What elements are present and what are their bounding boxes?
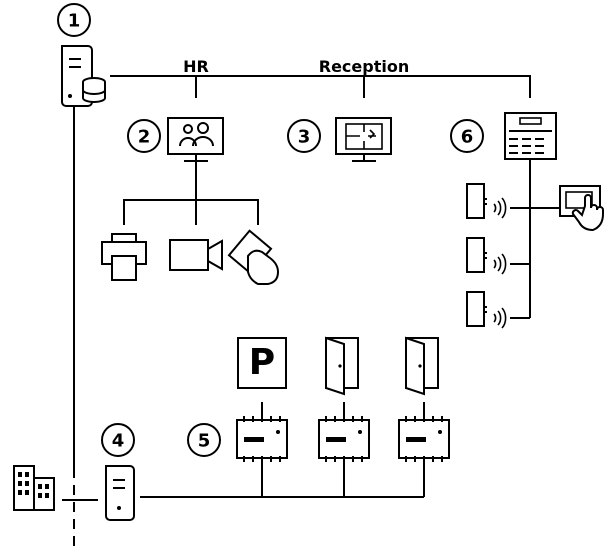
hr-workstation-icon: [167, 117, 224, 162]
callout-3-number: 3: [298, 127, 311, 148]
callout-1: 1: [57, 3, 91, 37]
door-controller-1-icon: [236, 416, 288, 462]
door-controller-2-icon: [318, 416, 370, 462]
callout-2-number: 2: [138, 127, 151, 148]
door-1-icon: [325, 336, 359, 396]
access-panel-icon: [504, 112, 557, 160]
callout-5: 5: [187, 423, 221, 457]
parking-sign-letter: P: [249, 342, 275, 383]
camera-icon: [169, 239, 223, 271]
callout-5-number: 5: [198, 431, 211, 452]
callout-6-number: 6: [461, 127, 474, 148]
callout-1-number: 1: [68, 11, 81, 32]
reception-label: Reception: [319, 57, 409, 76]
callout-4-number: 4: [112, 431, 125, 452]
hr-label: HR: [183, 57, 209, 76]
reception-workstation-icon: [335, 117, 392, 162]
callout-4: 4: [101, 423, 135, 457]
door-controller-3-icon: [398, 416, 450, 462]
buildings-icon: [13, 465, 55, 511]
local-server-icon: [105, 465, 135, 521]
card-reader-1-icon: [466, 183, 507, 219]
door-2-icon: [405, 336, 439, 396]
card-reader-3-icon: [466, 291, 507, 329]
parking-sign-icon: P: [237, 337, 287, 389]
callout-3: 3: [287, 119, 321, 153]
connection-lines: [62, 75, 560, 548]
card-hand-icon: [227, 229, 280, 285]
callout-6: 6: [450, 119, 484, 153]
server-database-icon: [61, 45, 106, 107]
callout-2: 2: [127, 119, 161, 153]
card-reader-2-icon: [466, 237, 507, 275]
touch-terminal-icon: [559, 185, 604, 232]
printer-icon: [101, 233, 147, 281]
